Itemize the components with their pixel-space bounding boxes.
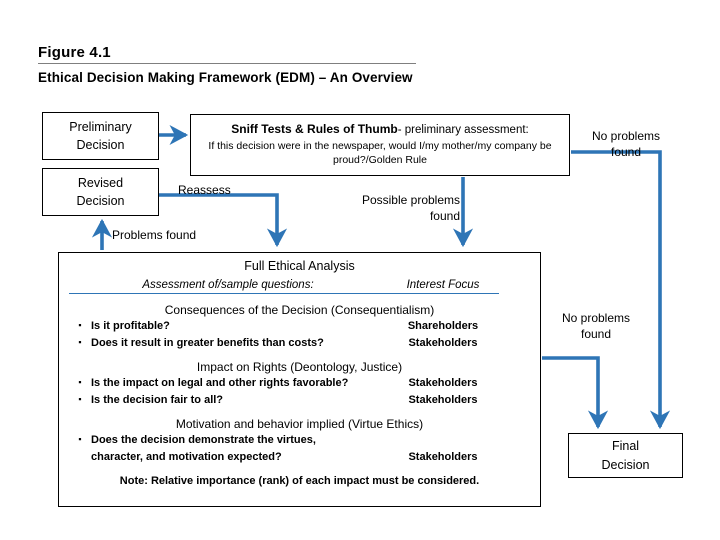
- sniff-title: Sniff Tests & Rules of Thumb: [231, 122, 398, 136]
- final-line-1: Final: [611, 439, 640, 454]
- analysis-question-text: Does the decision demonstrate the virtue…: [91, 434, 316, 446]
- analysis-interest-focus: [387, 432, 499, 449]
- analysis-section-heading: Motivation and behavior implied (Virtue …: [175, 417, 424, 431]
- bullet-icon: ▪: [78, 336, 82, 347]
- analysis-header-assessment: Assessment of/sample questions:: [69, 279, 387, 294]
- revised-line-1: Revised: [77, 175, 124, 190]
- analysis-section: Impact on Rights (Deontology, Justice) ▪ I…: [69, 360, 530, 408]
- bullet-icon: ▪: [78, 393, 82, 404]
- analysis-question-row: ▪ Does the decision demonstrate the virtu…: [69, 432, 530, 449]
- edge-label-no-problems-found-top: No problems found: [591, 129, 661, 160]
- title-divider: [38, 63, 416, 64]
- bullet-icon: ▪: [78, 320, 82, 330]
- analysis-question-row: ▪ Does it result in greater benefits than…: [69, 335, 530, 352]
- analysis-question-text: Does it result in greater benefits than …: [91, 336, 324, 349]
- sniff-body: If this decision were in the newspaper, …: [208, 139, 552, 166]
- edge-label-no-problems-found-middle: No problems found: [561, 311, 631, 342]
- node-revised-decision[interactable]: Revised Decision: [42, 168, 159, 216]
- analysis-question-row: ▪ Is it profitable? Shareholders: [69, 318, 530, 335]
- bullet-icon: ▪: [78, 377, 82, 387]
- figure-subtitle: Ethical Decision Making Framework (EDM) …: [38, 70, 413, 85]
- analysis-section-heading: Consequences of the Decision (Consequent…: [164, 303, 435, 317]
- figure-number: Figure 4.1: [38, 44, 111, 61]
- final-line-2: Decision: [601, 457, 650, 472]
- analysis-section-heading: Impact on Rights (Deontology, Justice): [196, 360, 403, 374]
- analysis-question-row: ▪ Is the impact on legal and other rights…: [69, 375, 530, 392]
- analysis-interest-focus: Stakeholders: [408, 336, 478, 349]
- analysis-interest-focus: Stakeholders: [408, 393, 478, 406]
- analysis-interest-focus: Shareholders: [407, 320, 479, 332]
- analysis-question-text: Is it profitable?: [91, 320, 170, 332]
- preliminary-line-1: Preliminary: [69, 119, 132, 134]
- analysis-interest-focus: Stakeholders: [408, 450, 478, 463]
- edge-label-problems-found: Problems found: [112, 228, 197, 242]
- analysis-question-text: Is the impact on legal and other rights …: [91, 377, 349, 389]
- sniff-title-tail: - preliminary assessment:: [397, 124, 529, 136]
- analysis-sections: Consequences of the Decision (Consequent…: [59, 303, 540, 465]
- arrow-analysis-to-final: [542, 356, 609, 430]
- analysis-question-text: character, and motivation expected?: [91, 450, 282, 463]
- analysis-note: Note: Relative importance (rank) of each…: [119, 475, 480, 487]
- node-preliminary-decision[interactable]: Preliminary Decision: [42, 112, 159, 160]
- bullet-icon: [69, 449, 91, 466]
- arrow-sniff-to-final: [571, 150, 671, 430]
- node-final-decision[interactable]: Final Decision: [568, 433, 683, 478]
- analysis-section: Consequences of the Decision (Consequent…: [69, 303, 530, 351]
- node-sniff-tests[interactable]: Sniff Tests & Rules of Thumb- preliminar…: [190, 114, 570, 176]
- preliminary-line-2: Decision: [76, 138, 125, 152]
- revised-line-2: Decision: [76, 194, 125, 208]
- bullet-icon: ▪: [78, 434, 82, 444]
- analysis-question-row: character, and motivation expected? Stake…: [69, 449, 530, 466]
- analysis-interest-focus: Stakeholders: [408, 377, 478, 389]
- edge-label-reassess: Reassess: [178, 183, 231, 197]
- analysis-column-headers: Assessment of/sample questions: Interest…: [69, 279, 530, 294]
- analysis-header-interest-focus: Interest Focus: [387, 279, 499, 294]
- analysis-section: Motivation and behavior implied (Virtue …: [69, 417, 530, 465]
- edge-label-possible-problems-found: Possible problems found: [361, 193, 460, 224]
- analysis-question-text: Is the decision fair to all?: [91, 393, 224, 406]
- node-full-ethical-analysis[interactable]: Full Ethical Analysis Assessment of/samp…: [58, 252, 541, 507]
- analysis-question-row: ▪ Is the decision fair to all? Stakeholder…: [69, 392, 530, 409]
- analysis-title: Full Ethical Analysis: [244, 259, 355, 273]
